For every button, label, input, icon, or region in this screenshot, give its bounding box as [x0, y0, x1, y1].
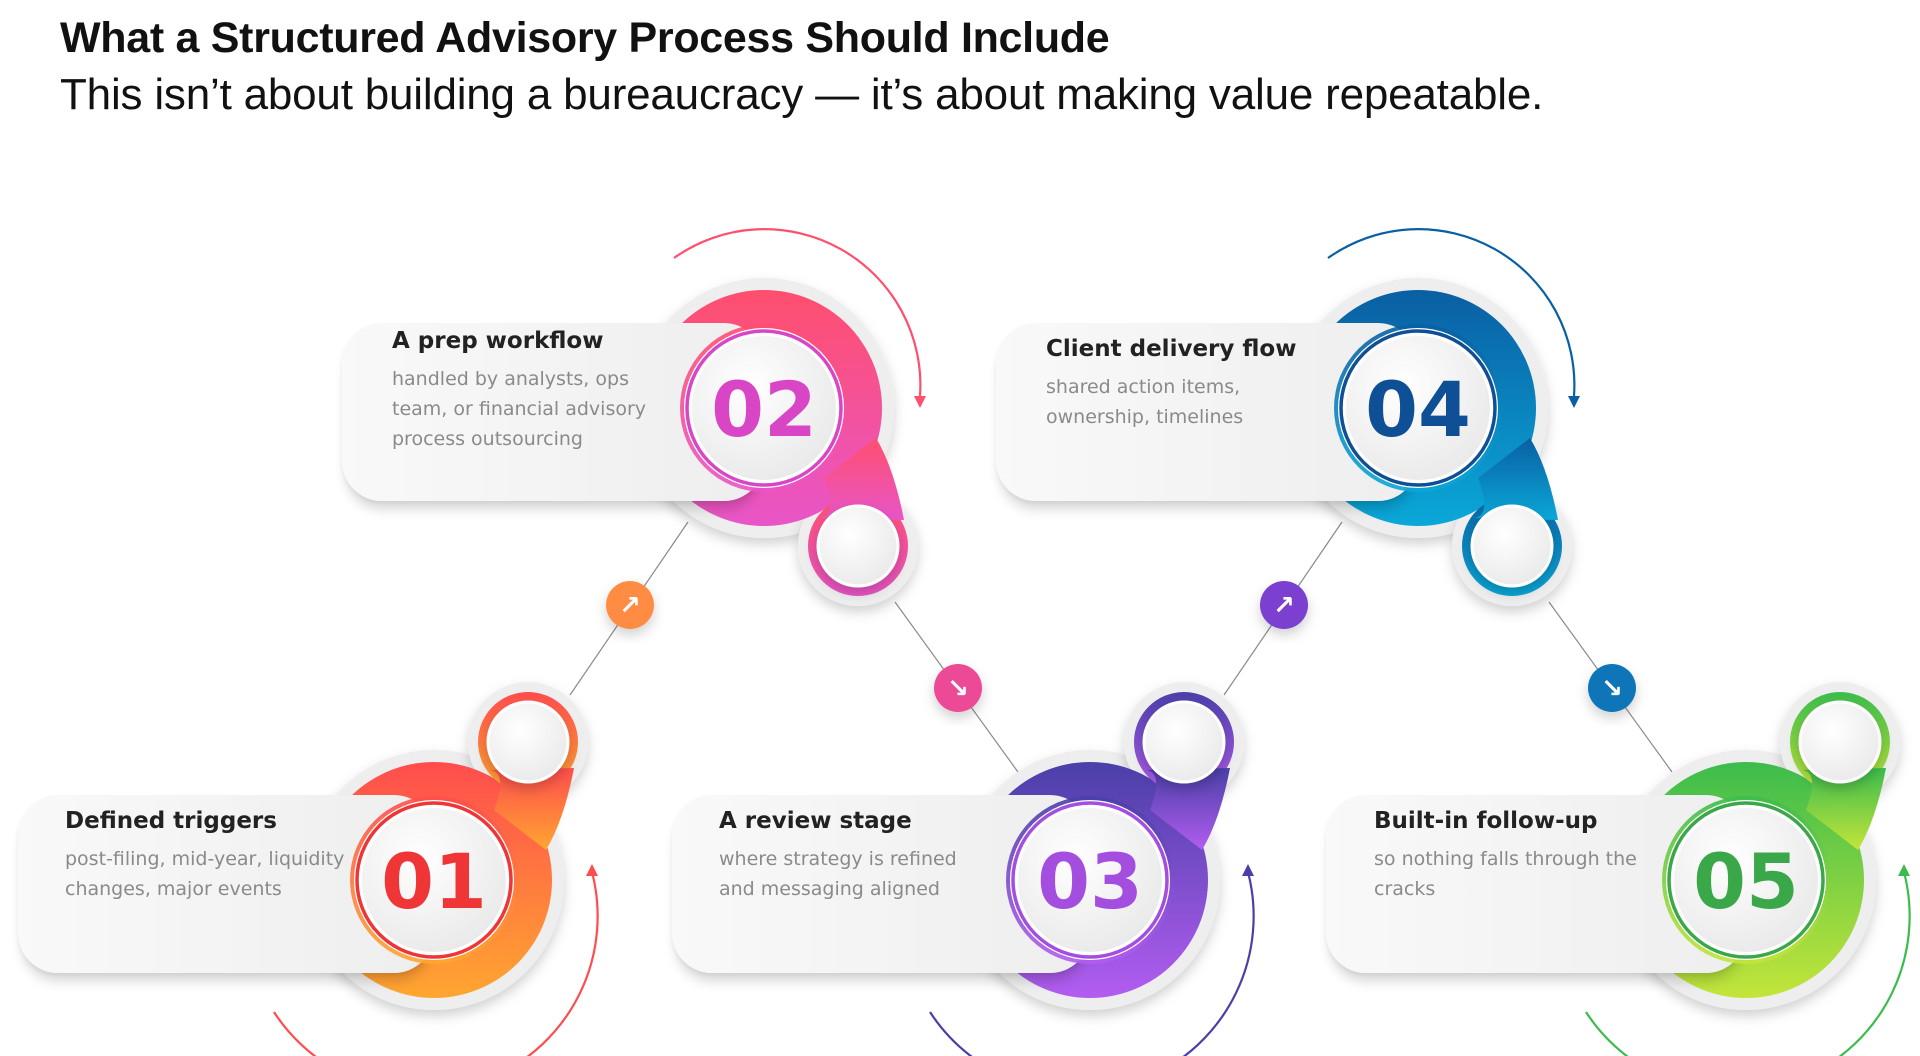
connector-arrow-glyph: ↘ — [1601, 674, 1623, 704]
step-number: 01 — [381, 837, 487, 926]
step-title: A review stage — [719, 808, 912, 834]
step-accent-arc — [673, 228, 922, 397]
step-badge-01: 01 — [350, 700, 570, 964]
step-number: 04 — [1365, 365, 1471, 454]
arrow-up-right-icon: ↗ — [1260, 581, 1308, 629]
step-title: Client delivery flow — [1046, 336, 1297, 362]
step-number: 03 — [1037, 837, 1143, 926]
step-badge-03: 03 — [1006, 700, 1226, 964]
step-number: 05 — [1693, 837, 1799, 926]
page-title: What a Structured Advisory Process Shoul… — [60, 14, 1110, 62]
step-badge-04: 04 — [1334, 324, 1554, 588]
arc-arrowhead-icon — [1242, 864, 1254, 876]
arc-arrowhead-icon — [914, 396, 926, 408]
arc-arrowhead-icon — [1568, 396, 1580, 408]
arrow-down-right-icon: ↘ — [934, 664, 982, 712]
step-description: so nothing falls through the cracks — [1374, 848, 1637, 900]
step-description: where strategy is refined and messaging … — [719, 848, 957, 900]
step-title: Built-in follow-up — [1374, 808, 1598, 834]
connector-arrow-glyph: ↗ — [619, 591, 641, 621]
connector-arrow-glyph: ↘ — [947, 674, 969, 704]
arc-arrowhead-icon — [1898, 864, 1910, 876]
step-badge-02: 02 — [680, 324, 900, 588]
step-description: handled by analysts, ops team, or financ… — [392, 368, 647, 450]
step-bubble — [1470, 504, 1554, 588]
step-description: post-filing, mid-year, liquidity changes… — [65, 848, 345, 900]
step-accent-arc — [929, 871, 1255, 1056]
step-bubble — [816, 504, 900, 588]
step-bubble — [1142, 700, 1226, 784]
step-bubble — [1798, 700, 1882, 784]
page-subtitle: This isn’t about building a bureaucracy … — [60, 70, 1544, 119]
step-title: Defined triggers — [65, 808, 277, 834]
connector-arrow-glyph: ↗ — [1273, 591, 1295, 621]
step-description: shared action items, ownership, timeline… — [1046, 376, 1244, 428]
arrow-up-right-icon: ↗ — [606, 581, 654, 629]
arc-arrowhead-icon — [586, 864, 598, 876]
step-accent-arc — [1585, 871, 1911, 1056]
step-bubble — [486, 700, 570, 784]
step-title: A prep workflow — [392, 328, 604, 354]
step-number: 02 — [711, 365, 817, 454]
arrow-down-right-icon: ↘ — [1588, 664, 1636, 712]
step-badge-05: 05 — [1662, 700, 1882, 964]
step-accent-arc — [273, 871, 599, 1056]
step-accent-arc — [1327, 228, 1576, 397]
